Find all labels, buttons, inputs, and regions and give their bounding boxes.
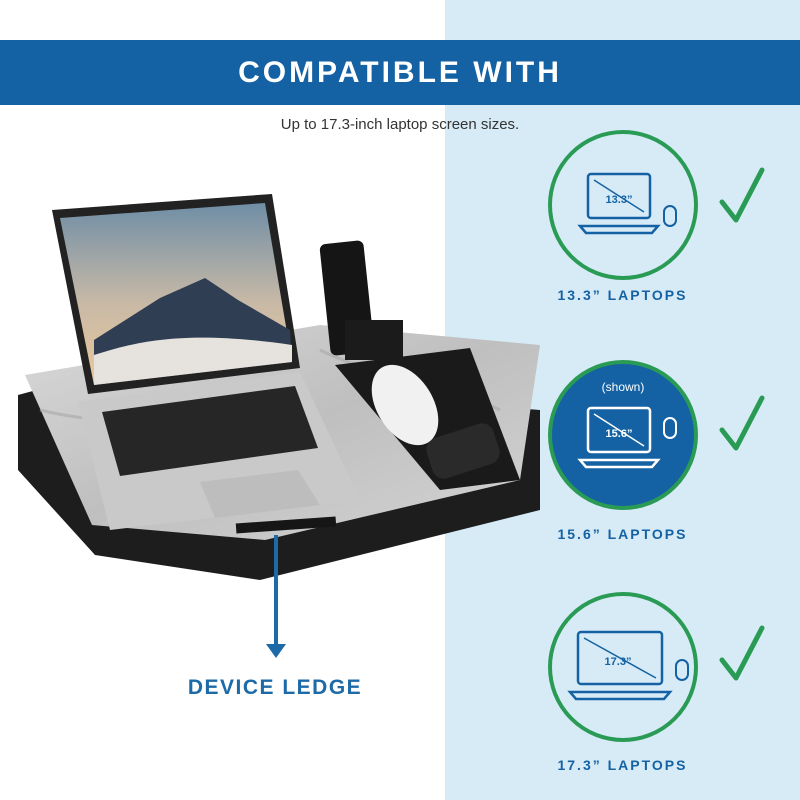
compat-circle-15-6: (shown) 15.6”: [548, 360, 698, 510]
compat-circle-17-3: 17.3”: [548, 592, 698, 742]
checkmark-icon: [719, 395, 765, 451]
size-label: 17.3”: [605, 656, 632, 668]
size-label: 13.3”: [606, 194, 633, 206]
compat-circle-13-3: 13.3”: [548, 130, 698, 280]
device-ledge-label: DEVICE LEDGE: [187, 676, 363, 699]
laptop-size-label-15-6: 15.6” LAPTOPS: [557, 526, 688, 542]
lap-desk-product-image: [18, 194, 540, 580]
size-label: 15.6”: [606, 428, 633, 440]
laptop-icon: 15.6”: [577, 406, 677, 469]
laptop-icon: 17.3”: [567, 630, 689, 701]
checkmark-icon: [719, 625, 765, 681]
shown-note: (shown): [601, 380, 645, 394]
laptop-size-label-17-3: 17.3” LAPTOPS: [557, 757, 688, 773]
header-banner: COMPATIBLE WITH: [0, 40, 800, 105]
page-title: COMPATIBLE WITH: [238, 55, 562, 89]
device-ledge-arrow: [266, 535, 286, 658]
laptop-size-label-13-3: 13.3” LAPTOPS: [557, 287, 688, 303]
page-subtitle: Up to 17.3-inch laptop screen sizes.: [280, 116, 520, 133]
laptop-icon: 13.3”: [577, 172, 677, 235]
checkmark-icon: [719, 167, 765, 223]
